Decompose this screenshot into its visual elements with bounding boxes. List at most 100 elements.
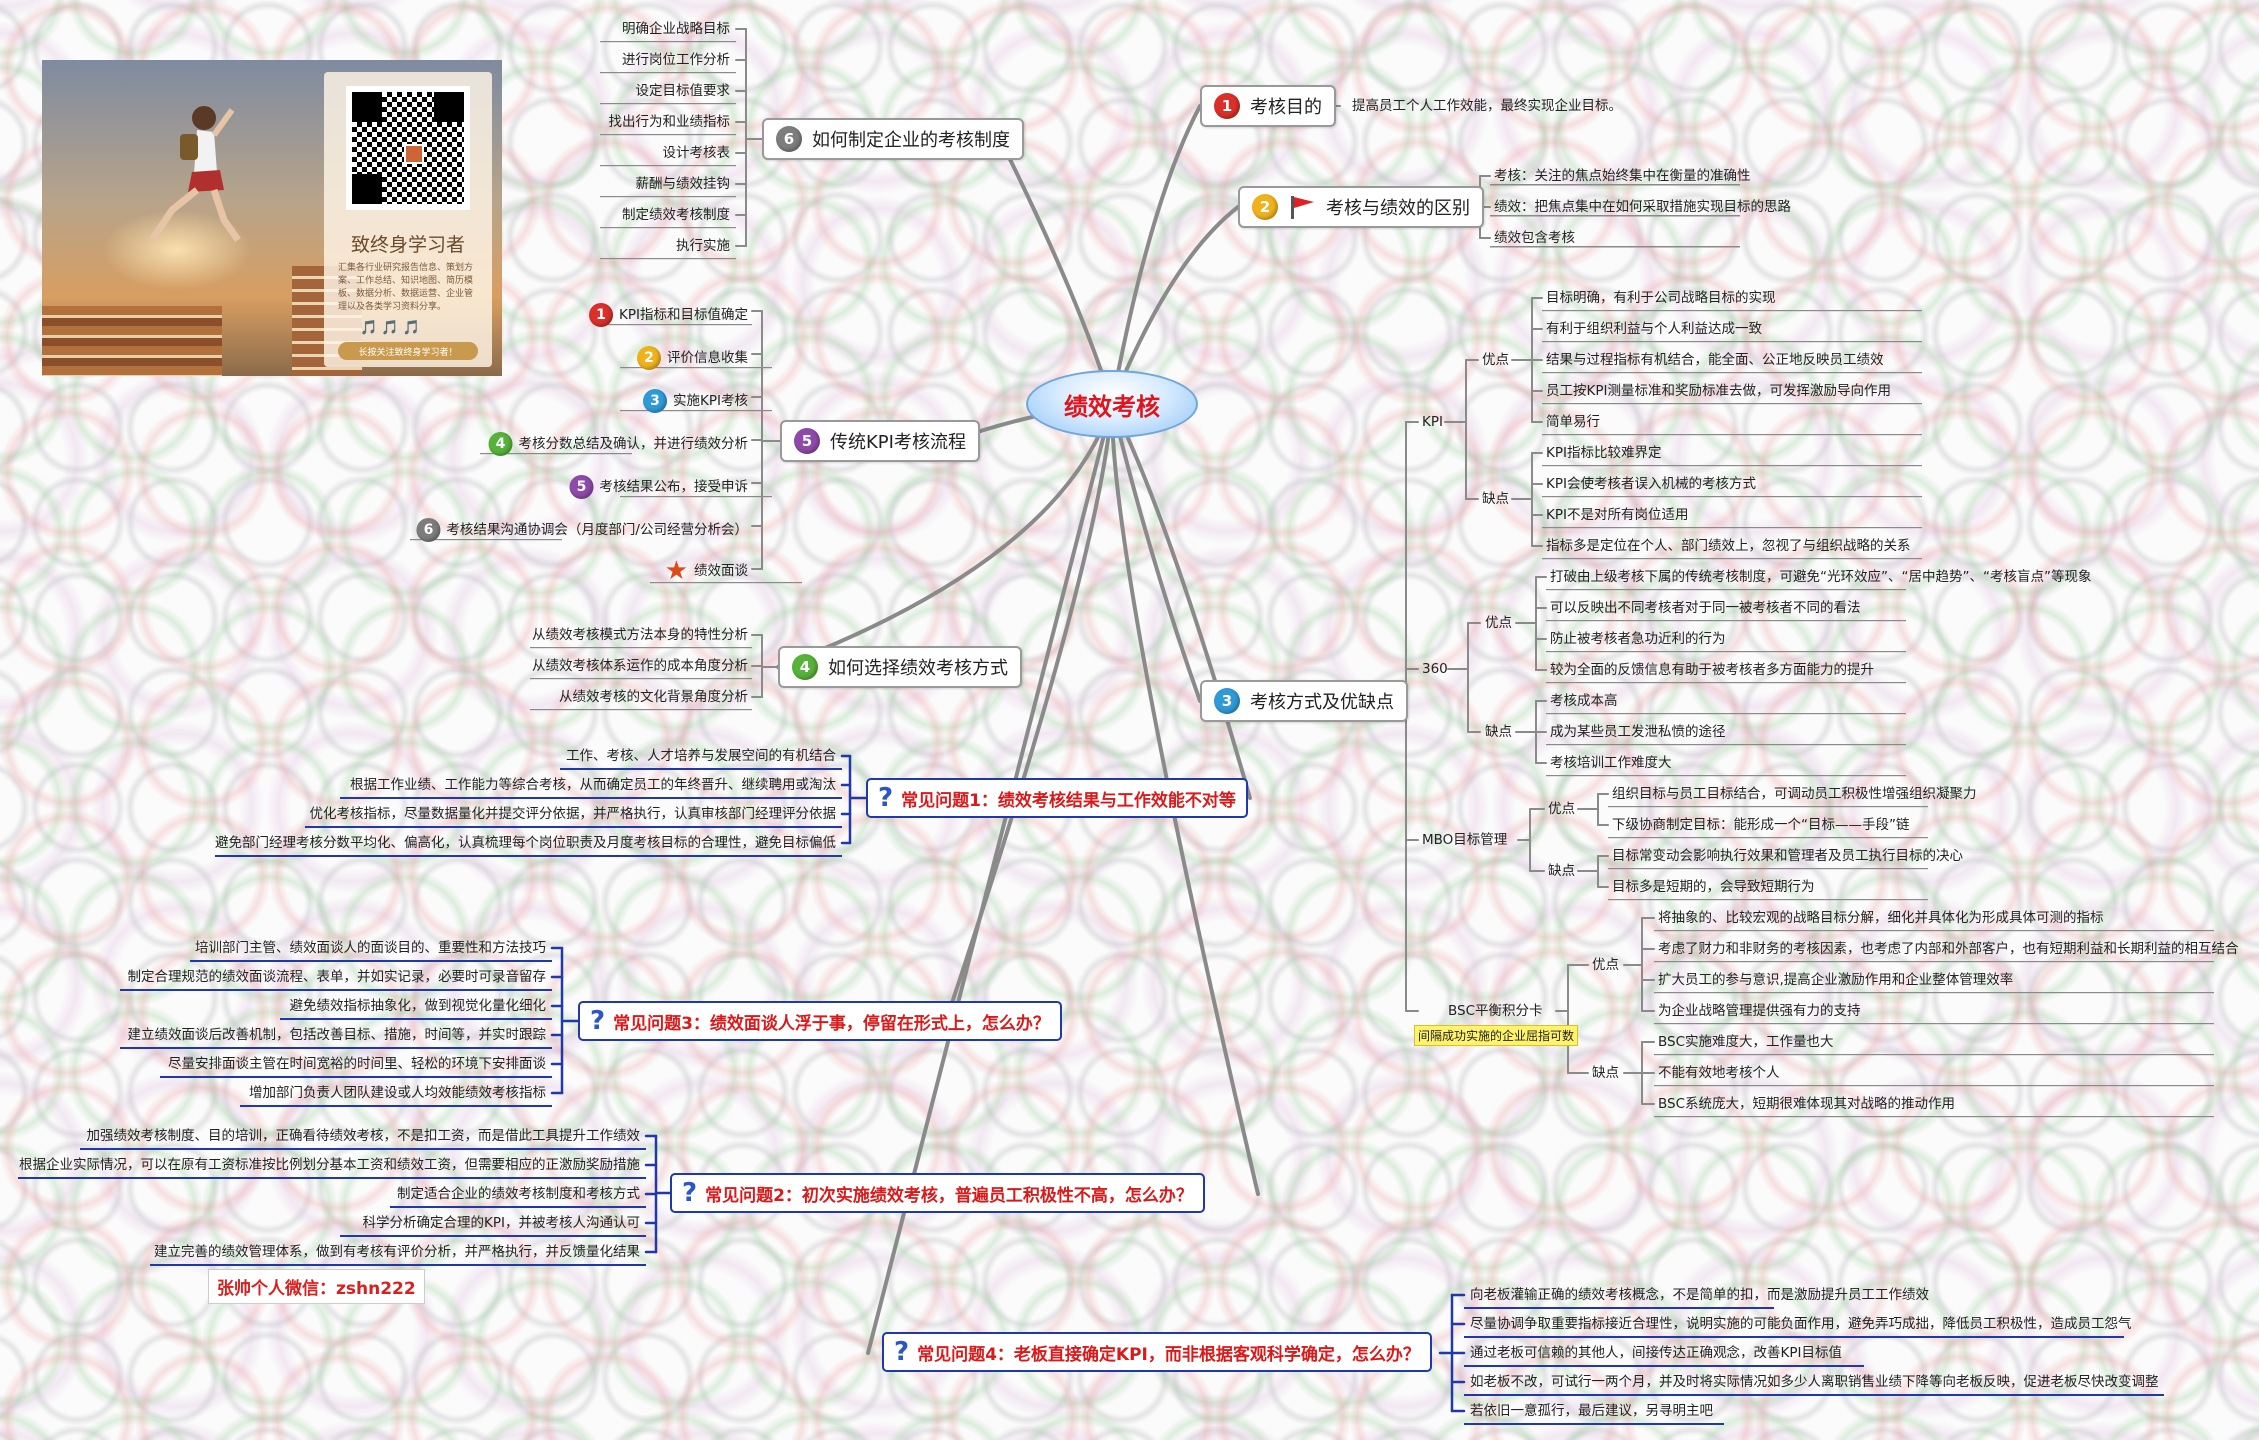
mbo-pro-item: 组织目标与员工目标结合，可调动员工积极性增强组织凝聚力 [1612,786,1977,802]
kpi-con-item: KPI不是对所有岗位适用 [1546,507,1689,523]
q4-item: 通过老板可信赖的其他人，间接传达正确观念，改善KPI目标值 [1470,1345,1842,1361]
branch-label: 如何制定企业的考核制度 [812,130,1010,151]
method-mbo[interactable]: MBO目标管理 [1422,832,1508,848]
question-3-node[interactable]: ? 常见问题3：绩效面谈人浮于事，停留在形式上，怎么办？ [578,1001,1062,1041]
bsc-con-item: 不能有效地考核个人 [1658,1065,1780,1081]
system-item: 设计考核表 [662,145,731,161]
bsc-pros-label: 优点 [1592,957,1619,973]
question-label: 常见问题4：老板直接确定KPI，而非根据客观科学确定，怎么办？ [917,1344,1420,1365]
kpi-step: ★绩效面谈 [664,556,748,586]
number-5-icon: 5 [794,428,820,454]
bsc-pro-item: 将抽象的、比较宏观的战略目标分解，细化并具体化为形成具体可测的指标 [1658,910,2104,926]
branch-design-system[interactable]: 6 如何制定企业的考核制度 [762,118,1024,160]
q2-item: 科学分析确定合理的KPI，并被考核人沟通认可 [362,1215,640,1231]
bsc-con-item: BSC系统庞大，短期很难体现其对战略的推动作用 [1658,1096,1956,1112]
bsc-con-item: BSC实施难度大，工作量也大 [1658,1034,1834,1050]
360-pro-item: 防止被考核者急功近利的行为 [1550,631,1726,647]
poster-jumping-girl-illustration [149,106,241,243]
kpi-cons-label: 缺点 [1482,491,1509,507]
q1-item: 根据工作业绩、工作能力等综合考核，从而确定员工的年终晋升、继续聘用或淘汰 [350,777,836,793]
branch-choose-method[interactable]: 4 如何选择绩效考核方式 [778,646,1022,688]
kpi-pro-item: 有利于组织利益与个人利益达成一致 [1546,321,1762,337]
question-2-node[interactable]: ? 常见问题2：初次实施绩效考核，普遍员工积极性不高，怎么办？ [670,1173,1205,1213]
choose-item: 从绩效考核模式方法本身的特性分析 [532,627,748,643]
q2-item: 制定适合企业的绩效考核制度和考核方式 [397,1186,640,1202]
poster-description: 汇集各行业研究报告信息、策划方案、工作总结、知识地图、简历模板、数据分析、数据运… [338,263,474,312]
method-360[interactable]: 360 [1422,661,1448,677]
branch-exam-purpose[interactable]: 1 考核目的 [1200,85,1336,127]
kpi-pro-item: 简单易行 [1546,414,1600,430]
mbo-pros-label: 优点 [1548,801,1575,817]
star-icon: ★ [664,556,688,586]
mbo-con-item: 目标多是短期的，会导致短期行为 [1612,879,1815,895]
question-4-node[interactable]: ? 常见问题4：老板直接确定KPI，而非根据客观科学确定，怎么办？ [882,1332,1432,1372]
choose-item: 从绩效考核体系运作的成本角度分析 [532,658,748,674]
q4-item: 尽量协调争取重要指标接近合理性，说明实施的可能负面作用，避免弄巧成拙，降低员工积… [1470,1316,2132,1332]
number-2-icon: 2 [1252,194,1278,220]
bsc-note: 间隔成功实施的企业屈指可数 [1414,1025,1579,1046]
qr-code[interactable] [346,86,470,210]
q4-item: 向老板灌输正确的绩效考核概念，不是简单的扣，而是激励提升员工工作绩效 [1470,1287,1929,1303]
branch-label: 如何选择绩效考核方式 [828,658,1008,679]
poster-info-panel: 致终身学习者 汇集各行业研究报告信息、策划方案、工作总结、知识地图、简历模板、数… [324,72,492,367]
question-1-node[interactable]: ? 常见问题1：绩效考核结果与工作效能不对等 [866,778,1248,818]
choose-item: 从绩效考核的文化背景角度分析 [559,689,748,705]
step-6-icon: 6 [416,518,441,542]
kpi-con-item: KPI指标比较难界定 [1546,445,1662,461]
q3-item: 制定合理规范的绩效面谈流程、表单，并如实记录，必要时可录音留存 [127,969,547,985]
branch-label: 传统KPI考核流程 [830,432,966,453]
branch-methods-pros-cons[interactable]: 3 考核方式及优缺点 [1200,680,1408,722]
360-cons-label: 缺点 [1485,724,1512,740]
question-mark-icon: ? [894,1337,910,1367]
poster-follow-label: 长按关注致终身学习者！ [338,342,478,360]
wechat-contact: 张帅个人微信：zshn222 [208,1269,425,1304]
promo-poster: 致终身学习者 汇集各行业研究报告信息、策划方案、工作总结、知识地图、简历模板、数… [42,60,502,376]
q1-item: 工作、考核、人才培养与发展空间的有机结合 [566,748,836,764]
360-pro-item: 可以反映出不同考核者对于同一被考核者不同的看法 [1550,600,1861,616]
q3-item: 尽量安排面谈主管在时间宽裕的时间里、轻松的环境下安排面谈 [168,1056,546,1072]
purpose-item: 提高员工个人工作效能，最终实现企业目标。 [1352,98,1622,114]
system-item: 执行实施 [676,238,730,254]
question-label: 常见问题1：绩效考核结果与工作效能不对等 [901,790,1236,811]
difference-item: 考核：关注的焦点始终集中在衡量的准确性 [1494,168,1751,184]
number-6-icon: 6 [776,126,802,152]
q3-item: 培训部门主管、绩效面谈人的面谈目的、重要性和方法技巧 [195,940,546,956]
kpi-pro-item: 员工按KPI测量标准和奖励标准去做，可发挥激励导向作用 [1546,383,1891,399]
q2-item: 根据企业实际情况，可以在原有工资标准按比例划分基本工资和绩效工资，但需要相应的正… [19,1157,640,1173]
red-flag-icon [1291,196,1314,219]
question-label: 常见问题2：初次实施绩效考核，普遍员工积极性不高，怎么办？ [705,1185,1193,1206]
system-item: 制定绩效考核制度 [622,207,730,223]
360-con-item: 考核成本高 [1550,693,1618,709]
360-pros-label: 优点 [1485,615,1512,631]
q3-item: 建立绩效面谈后改善机制，包括改善目标、措施，时间等，并实时跟踪 [127,1027,547,1043]
step-5-icon: 5 [569,475,594,499]
difference-item: 绩效：把焦点集中在如何采取措施实现目标的思路 [1494,199,1791,215]
mbo-pro-item: 下级协商制定目标：能形成一个“目标——手段”链 [1612,817,1910,833]
method-bsc[interactable]: BSC平衡积分卡 [1448,1003,1543,1019]
method-kpi[interactable]: KPI [1422,414,1443,430]
branch-kpi-process[interactable]: 5 传统KPI考核流程 [780,420,980,462]
system-item: 进行岗位工作分析 [622,52,730,68]
central-topic[interactable]: 绩效考核 [1026,370,1198,438]
360-con-item: 考核培训工作难度大 [1550,755,1672,771]
q3-item: 避免绩效指标抽象化，做到视觉化量化细化 [289,998,547,1014]
step-2-icon: 2 [637,346,661,370]
bsc-pro-item: 为企业战略管理提供强有力的支持 [1658,1003,1861,1019]
kpi-pro-item: 结果与过程指标有机结合，能全面、公正地反映员工绩效 [1546,352,1884,368]
difference-item: 绩效包含考核 [1494,230,1575,246]
branch-exam-vs-performance[interactable]: 2 考核与绩效的区别 [1238,186,1484,228]
branch-label: 考核目的 [1250,97,1322,118]
system-item: 明确企业战略目标 [622,21,730,37]
poster-books-left [42,306,222,376]
q1-item: 优化考核指标，尽量数据量化并提交评分依据，并严格执行，认真审核部门经理评分依据 [309,806,837,822]
number-1-icon: 1 [1214,93,1240,119]
kpi-con-item: KPI会使考核者误入机械的考核方式 [1546,476,1756,492]
q1-item: 避免部门经理考核分数平均化、偏高化，认真梳理每个岗位职责及月度考核目标的合理性，… [215,835,836,851]
system-item: 设定目标值要求 [635,83,731,99]
question-mark-icon: ? [878,783,894,813]
